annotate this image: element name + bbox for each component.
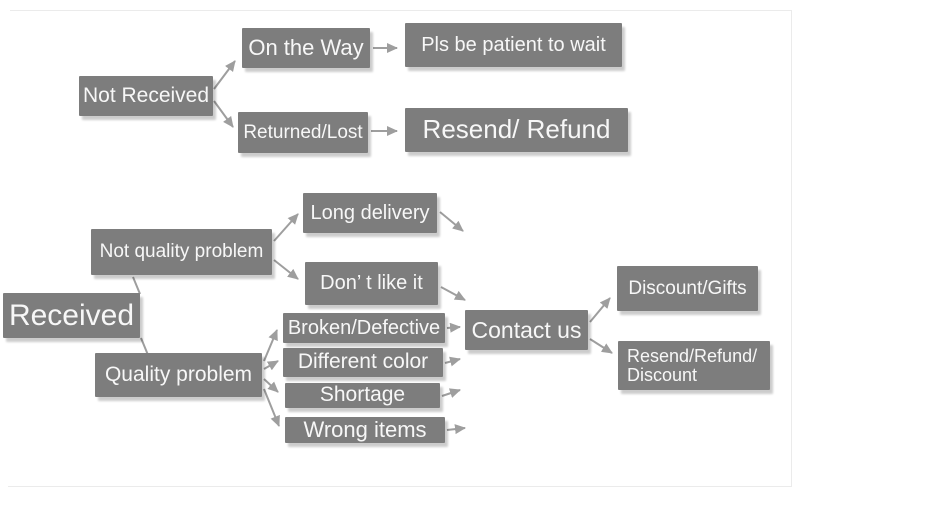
arrow-dontlike-contactus [440, 286, 466, 301]
node-dont-like-it: Don’ t like it [305, 262, 438, 305]
link-received-notquality [132, 276, 141, 295]
arrow-quality-diffcolor [263, 360, 279, 371]
arrow-diffcolor-contactus [444, 356, 461, 367]
arrow-longdelivery-contactus [439, 211, 464, 232]
arrow-notquality-dontlike [273, 259, 299, 280]
arrow-broken-contactus [446, 322, 461, 333]
node-on-the-way: On the Way [242, 28, 370, 68]
frame-right-line [791, 10, 792, 487]
node-pls-be-patient: Pls be patient to wait [405, 23, 622, 67]
arrow-shortage-contactus [441, 388, 461, 398]
arrow-quality-broken [263, 329, 278, 362]
node-not-quality-problem: Not quality problem [91, 229, 272, 275]
node-broken-defective: Broken/Defective [283, 313, 445, 343]
arrow-notquality-longdelivery [273, 213, 299, 242]
node-resend-refund: Resend/ Refund [405, 108, 628, 152]
node-quality-problem: Quality problem [95, 353, 262, 397]
node-long-delivery: Long delivery [303, 193, 437, 233]
arrow-notreceived-ontheway [213, 60, 236, 90]
node-contact-us: Contact us [465, 310, 588, 350]
node-shortage: Shortage [285, 383, 440, 408]
node-resend-refund-discount: Resend/Refund/ Discount [618, 341, 770, 390]
arrow-contactus-discountgifts [589, 297, 611, 323]
node-received: Received [3, 293, 140, 338]
arrow-wrongitems-contactus [446, 424, 466, 435]
node-not-received: Not Received [79, 76, 213, 116]
node-wrong-items: Wrong items [285, 417, 445, 443]
arrow-quality-wrongitems [263, 388, 280, 427]
frame-bottom-line [8, 486, 792, 487]
node-discount-gifts: Discount/Gifts [617, 266, 758, 311]
arrow-quality-shortage [263, 378, 279, 393]
node-returned-lost: Returned/Lost [238, 112, 368, 153]
frame-top-line [10, 10, 792, 11]
node-different-color: Different color [283, 348, 443, 377]
arrow-notreceived-returnedlost [213, 100, 234, 128]
arrow-contactus-resendrefunddiscount [589, 338, 613, 354]
